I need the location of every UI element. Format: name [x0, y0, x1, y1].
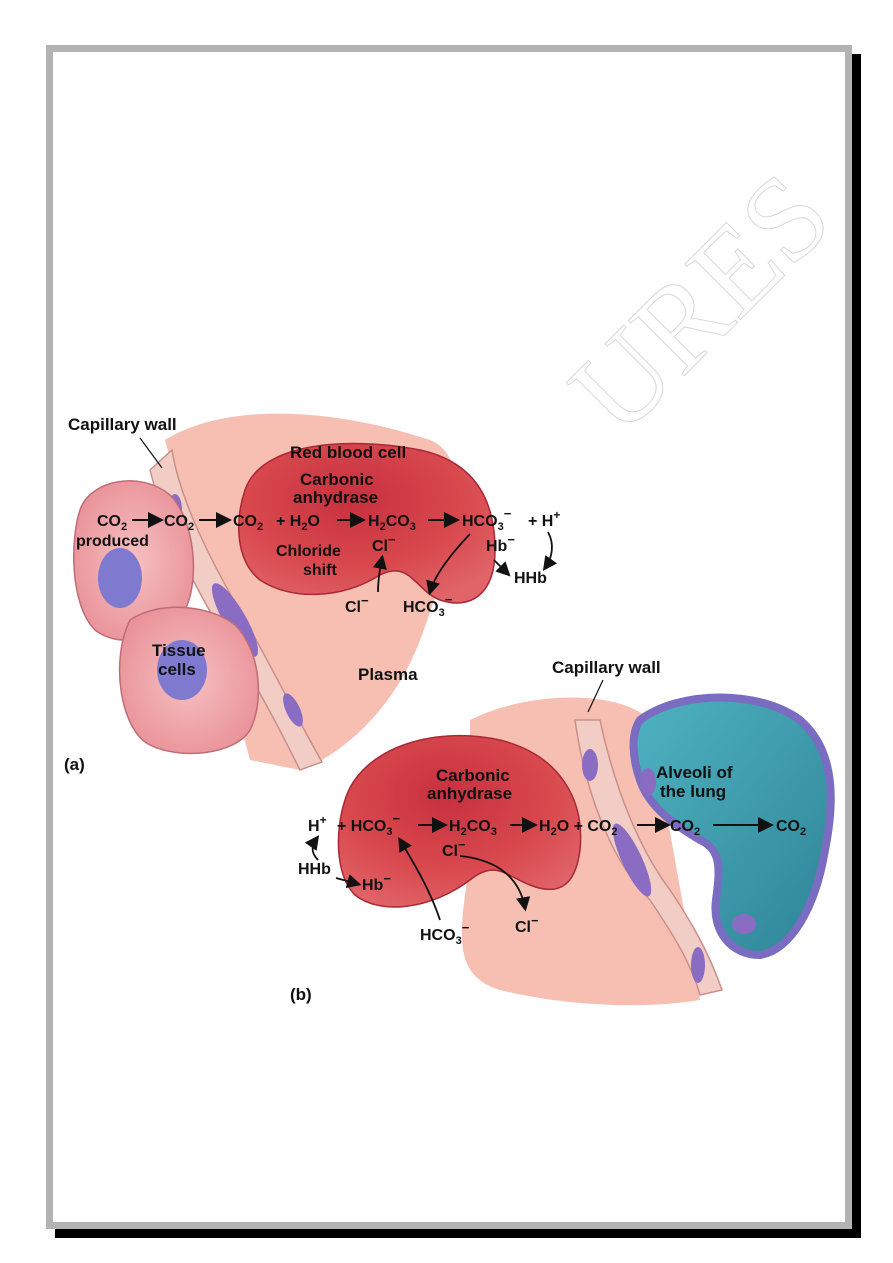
hb-minus-a: Hb−	[486, 532, 515, 555]
watermark: URES	[544, 147, 856, 459]
endothelial-nucleus-a3	[283, 693, 303, 727]
alveolar-nucleus-1	[640, 768, 656, 796]
cl-outside-a: Cl−	[345, 593, 369, 616]
tissue-label: Tissue	[152, 641, 206, 660]
co2-a2: CO2	[164, 513, 194, 533]
co2-a1: CO2	[97, 513, 127, 533]
cl-outside-b: Cl−	[515, 913, 539, 936]
alveolar-nucleus-2	[732, 914, 756, 934]
equation-b: H+ + HCO3− H2CO3 H2O + CO2 CO2 CO2	[308, 811, 806, 838]
cells-label: cells	[158, 660, 196, 679]
panel-a-label: (a)	[64, 755, 85, 774]
arrow-cl-in-a	[372, 554, 387, 593]
h2co3-a: H2CO3	[368, 513, 416, 533]
endothelial-nucleus-b2	[612, 823, 652, 897]
arrow-hco3-out-a	[426, 533, 471, 596]
endothelial-nucleus-a2	[211, 583, 259, 657]
equation-a: CO2 CO2 CO2 + H2O H2CO3 HCO3− + H+	[97, 506, 560, 533]
hhb-a: HHb	[514, 570, 547, 587]
svg-text:URES: URES	[544, 147, 855, 458]
plasma-label: Plasma	[358, 665, 418, 684]
panel-b-label: (b)	[290, 985, 312, 1004]
anhydrase-label-b: anhydrase	[427, 784, 512, 803]
h-plus-a: + H+	[528, 508, 560, 530]
hco3-a: HCO3−	[462, 506, 512, 533]
co2-b2: CO2	[776, 818, 806, 838]
red-blood-cell-b	[337, 734, 582, 908]
panel-b: Capillary wall Alveoli of the lung Carbo…	[290, 658, 835, 1006]
capillary-wall-b	[574, 719, 723, 996]
hco3-out-b: HCO3−	[420, 920, 470, 947]
alveoli-label-2: the lung	[660, 782, 726, 801]
endothelial-nucleus-b3	[691, 947, 705, 983]
arrow-cl-out-b	[459, 855, 531, 912]
hco3-b: + HCO3−	[337, 811, 400, 838]
cl-inside-b: Cl−	[442, 837, 466, 860]
chloride-label: Chloride	[276, 543, 341, 560]
alveolus	[629, 693, 835, 960]
endothelial-nucleus-b1	[582, 749, 598, 781]
carbonic-label-a: Carbonic	[300, 470, 374, 489]
red-blood-cell-a	[238, 442, 496, 604]
produced-label: produced	[76, 533, 149, 550]
shift-label: shift	[303, 562, 337, 579]
h2o-b: H2O + CO2	[539, 818, 618, 838]
hco3-out-a: HCO3−	[403, 592, 453, 619]
arrow-hhb-to-h	[304, 835, 320, 861]
alveoli-label-1: Alveoli of	[656, 763, 733, 782]
hhb-b: HHb	[298, 861, 331, 878]
capillary-wall-pointer-b	[587, 679, 604, 713]
co2-b1: CO2	[670, 818, 700, 838]
arrow-h-to-hhb	[542, 531, 558, 571]
capillary-wall-pointer-a	[139, 437, 163, 469]
arrow-hb-to-hhb	[493, 559, 511, 577]
capillary-wall-label-b: Capillary wall	[552, 658, 661, 677]
h2o-a: + H2O	[276, 513, 320, 533]
cl-inside-a: Cl−	[372, 532, 396, 555]
h-plus-b: H+	[308, 813, 327, 835]
red-blood-cell-label-a: Red blood cell	[290, 443, 406, 462]
h2co3-b: H2CO3	[449, 818, 497, 838]
tissue-nucleus-2	[157, 640, 207, 700]
arrow-hco3-in-b	[398, 836, 441, 921]
co2-a3: CO2	[233, 513, 263, 533]
carbonic-label-b: Carbonic	[436, 766, 510, 785]
tissue-nucleus-1	[98, 548, 142, 608]
anhydrase-label-a: anhydrase	[293, 488, 378, 507]
arrow-hhb-to-hb	[335, 874, 362, 889]
capillary-wall-label-a: Capillary wall	[68, 415, 177, 434]
hb-minus-b: Hb−	[362, 871, 391, 894]
panel-a: Capillary wall Red blood cell Carbonic a…	[64, 413, 560, 774]
